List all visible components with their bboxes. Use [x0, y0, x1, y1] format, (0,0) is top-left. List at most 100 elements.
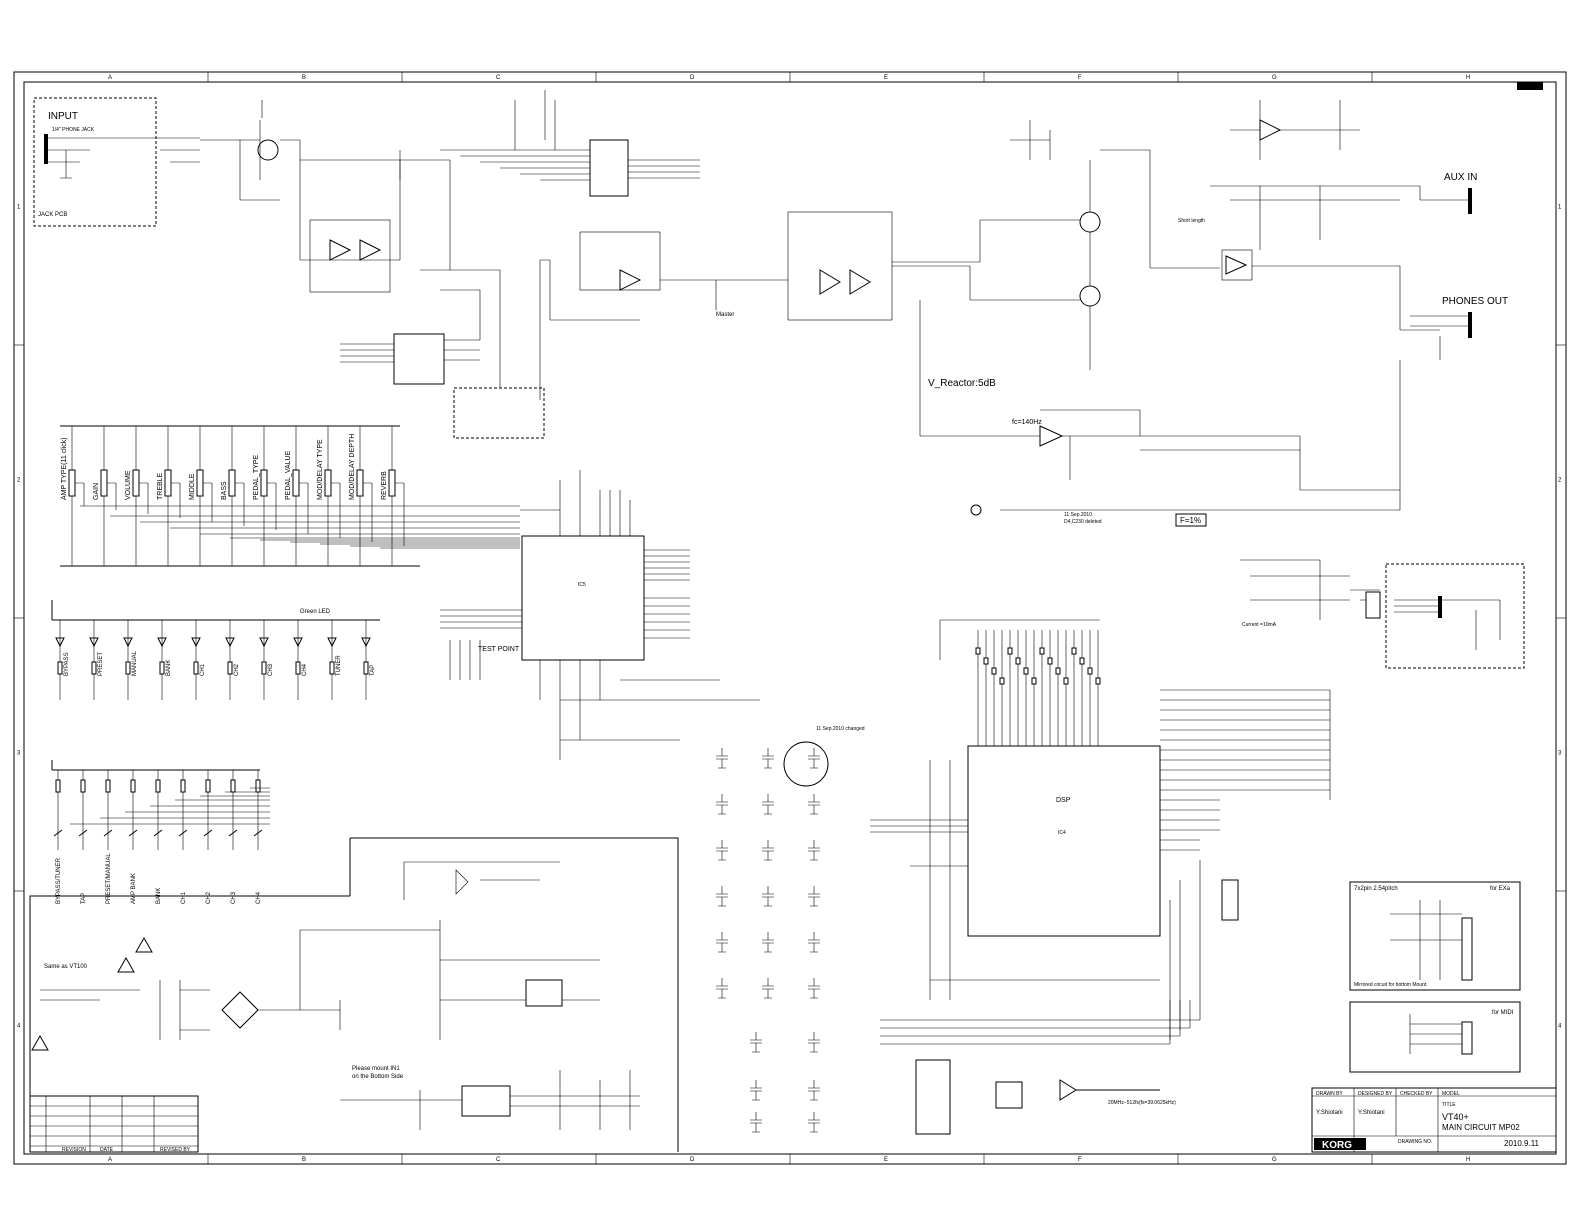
dsp-bus-resistor — [999, 677, 1005, 685]
bypass-capacitor — [762, 840, 774, 861]
switch-label: BYPASS/TUNER — [56, 857, 62, 904]
switch-symbol — [153, 829, 163, 837]
dsp-bus-resistor — [1039, 647, 1045, 655]
knob-wiper — [139, 482, 149, 514]
top-power-path — [403, 861, 560, 900]
title-block — [1311, 1087, 1557, 1153]
switch-resistor — [80, 779, 86, 793]
led-resistor — [125, 661, 131, 675]
checked-by-label: CHECKED BY — [1400, 1091, 1433, 1097]
switch-resistor — [155, 779, 161, 793]
bypass-capacitor — [808, 886, 820, 907]
switch-symbol — [78, 829, 88, 837]
led-symbol — [259, 637, 269, 648]
knob-wiper — [267, 482, 277, 530]
aux-in-label: AUX IN — [1444, 172, 1477, 183]
bypass-capacitor — [808, 932, 820, 953]
v-reactor-label: V_Reactor:5dB — [928, 378, 996, 389]
logic-chip-1-wiring — [340, 289, 481, 363]
switch-resistor — [105, 779, 111, 793]
dsp-ref: IC4 — [1058, 830, 1066, 836]
knob-wiper — [203, 482, 213, 522]
phones-out-jack — [1468, 312, 1472, 338]
column-label-bottom: A — [108, 1157, 112, 1163]
input-jack-symbol — [44, 134, 48, 164]
dsp-bus-resistor — [975, 647, 981, 655]
knob-wiper — [235, 482, 245, 526]
led-symbol — [123, 637, 133, 648]
switch-resistor — [230, 779, 236, 793]
input-bus — [150, 137, 200, 163]
led-label: BANK — [166, 660, 172, 676]
led-label: CH2 — [234, 663, 240, 676]
designed-by: Y.Shiotani — [1358, 1110, 1385, 1116]
power-section-frame — [29, 837, 679, 1152]
dsp-bus-resistor — [1071, 647, 1077, 655]
esd-connector — [1221, 879, 1239, 921]
column-label-top: H — [1466, 75, 1470, 81]
led-symbol — [293, 637, 303, 648]
led-symbol — [157, 637, 167, 648]
warning-triangle-3 — [31, 1034, 49, 1051]
led-label: CH4 — [302, 663, 308, 676]
clock-osc — [995, 1081, 1023, 1109]
warning-triangle-1 — [135, 936, 153, 953]
short-length-note: Short length — [1178, 218, 1205, 224]
bypass-capacitor — [716, 794, 728, 815]
transistor-q1 — [257, 139, 279, 161]
switch-label: TAP — [81, 893, 87, 904]
jack-pcb-label: JACK PCB — [38, 212, 67, 218]
switch-symbol — [203, 829, 213, 837]
bypass-capacitors — [716, 748, 820, 1133]
knob-pot — [68, 469, 76, 497]
led-label: BYPASS — [64, 652, 70, 676]
bypass-capacitor — [716, 978, 728, 999]
switch-resistor — [255, 779, 261, 793]
knob-pot — [260, 469, 268, 497]
column-label-top: A — [108, 75, 112, 81]
knob-pot — [228, 469, 236, 497]
optional-mount-box — [453, 387, 545, 439]
revision-col1: REVISION — [62, 1147, 86, 1153]
clock-buffer — [1059, 1079, 1160, 1101]
power-amp-opamps — [819, 269, 871, 295]
outer-frame — [13, 71, 1567, 1165]
reset-wiring — [340, 1070, 640, 1130]
changed-note: 11 Sep.2010 changed — [816, 726, 865, 732]
switch-resistor — [55, 779, 61, 793]
f-tolerance-box — [1175, 513, 1207, 527]
dsp-right-bus — [1160, 799, 1220, 1040]
knob-pot — [356, 469, 364, 497]
bypass-capacitor — [808, 840, 820, 861]
column-label-top: B — [302, 75, 306, 81]
dsp-bus-resistor — [1063, 677, 1069, 685]
korg-logo — [1314, 1138, 1366, 1150]
knob-pot — [164, 469, 172, 497]
foot-sw-pcb-box — [1385, 563, 1525, 669]
row-label-right: 3 — [1558, 751, 1562, 757]
exa-header-box — [1349, 881, 1521, 991]
led-resistor — [193, 661, 199, 675]
feedback-opamp — [1039, 425, 1064, 447]
dsp-top-bus — [975, 630, 1101, 746]
switch-label: AMP BANK — [131, 873, 137, 904]
bypass-capacitor — [750, 1032, 762, 1053]
knob-bus — [80, 505, 520, 549]
dsp-bus-resistor — [991, 667, 997, 675]
mcu-right-pins — [644, 549, 690, 639]
bypass-capacitor — [716, 748, 728, 769]
output-routing — [1210, 185, 1470, 331]
date-value: 2010.9.11 — [1504, 1139, 1540, 1148]
title-label: TITLE — [1442, 1102, 1456, 1108]
led-resistor — [295, 661, 301, 675]
led-resistor — [363, 661, 369, 675]
dsp-bus-resistor — [1047, 657, 1053, 665]
master-opamp — [619, 269, 642, 291]
row-label-right: 1 — [1558, 205, 1562, 211]
tube-v1b — [1079, 285, 1101, 307]
title-line2: MAIN CIRCUIT MP02 — [1442, 1123, 1520, 1132]
switch-symbol — [178, 829, 188, 837]
